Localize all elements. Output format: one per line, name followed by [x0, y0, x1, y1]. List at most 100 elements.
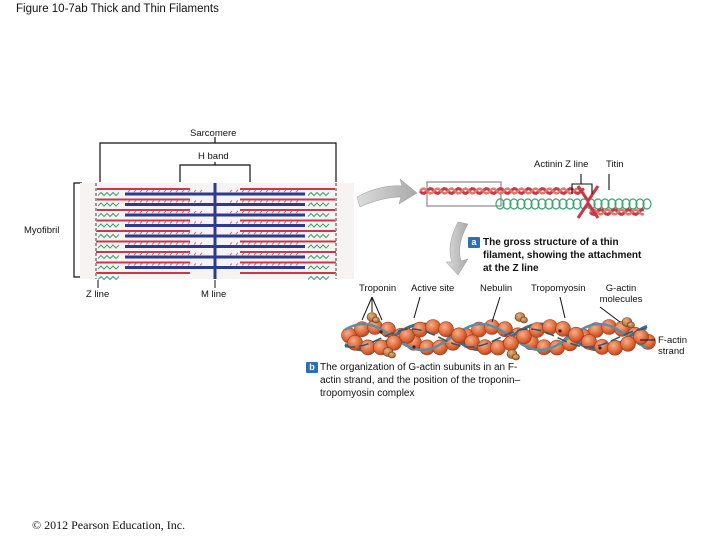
myosin-head: [199, 252, 203, 256]
myosin-head: [283, 200, 287, 203]
myosin-head: [259, 231, 263, 235]
myosin-head: [289, 200, 293, 203]
actinin-z-line-label: Actinin Z line: [534, 159, 589, 170]
myosin-head: [271, 221, 275, 224]
titin-coil: [544, 198, 554, 210]
myosin-head: [175, 221, 179, 224]
myosin-head: [169, 210, 173, 214]
titin-coil: [97, 191, 120, 197]
titin-coil: [97, 233, 120, 239]
myosin-head: [265, 221, 269, 224]
myosin-head: [277, 263, 281, 266]
caption-b-badge: b: [306, 362, 318, 373]
titin-coil: [551, 198, 561, 210]
myosin-head: [169, 263, 173, 266]
myosin-head: [235, 263, 239, 266]
myofibril-label: Myofibril: [24, 225, 60, 236]
titin-coil: [307, 244, 330, 249]
sarcomere-bracket: [99, 142, 337, 182]
troponin-label: Troponin: [359, 283, 397, 294]
myosin-head: [253, 263, 257, 266]
myosin-head: [151, 210, 155, 214]
myosin-head: [187, 252, 191, 256]
myosin-head: [265, 210, 269, 214]
myosin-head: [133, 189, 137, 193]
myosin-head: [259, 252, 263, 256]
myosin-head: [199, 263, 203, 266]
myosin-head: [145, 252, 149, 256]
figure-title: Figure 10-7ab Thick and Thin Filaments: [16, 3, 219, 15]
titin-coil: [307, 212, 330, 218]
active-site: [412, 345, 416, 349]
myosin-head: [241, 210, 245, 214]
myosin-head: [289, 221, 293, 224]
g-actin-molecule: [620, 335, 636, 352]
myosin-head: [295, 221, 299, 224]
myosin-head: [253, 189, 257, 193]
myosin-head: [235, 242, 239, 245]
myosin-head: [229, 252, 233, 256]
myosin-head: [193, 200, 197, 203]
myosin-head: [241, 263, 245, 266]
m-line-label: M line: [201, 289, 227, 300]
titin-coil: [307, 191, 330, 197]
g-actin-molecule: [490, 339, 506, 356]
myosin-head: [247, 242, 251, 245]
myosin-head: [187, 200, 191, 203]
titin-coil: [565, 198, 575, 210]
myosin-head: [229, 221, 233, 224]
troponin-complex: [372, 316, 380, 324]
myosin-head: [139, 200, 143, 203]
myosin-head: [289, 231, 293, 235]
actinin: [576, 185, 600, 204]
myosin-head: [259, 200, 263, 203]
myosin-head: [235, 189, 239, 193]
myosin-head: [235, 200, 239, 203]
myosin-head: [151, 200, 155, 203]
myosin-head: [289, 189, 293, 193]
myosin-head: [127, 263, 131, 266]
myosin-head: [235, 231, 239, 235]
f-actin-label: F-actin strand: [658, 335, 688, 357]
g-actin-molecule: [633, 329, 649, 345]
myosin-head: [145, 242, 149, 245]
titin-coil: [523, 198, 533, 210]
myosin-head: [187, 242, 191, 245]
myosin-head: [181, 221, 185, 224]
troponin-complex: [520, 316, 528, 324]
myosin-head: [133, 210, 137, 214]
myosin-head: [175, 200, 179, 203]
titin-coil: [97, 212, 120, 218]
myosin-head: [157, 252, 161, 256]
myosin-head: [295, 200, 299, 203]
myosin-head: [229, 189, 233, 193]
myosin-head: [283, 221, 287, 224]
thin-filament-panel: [418, 185, 652, 219]
g-actin-molecule: [451, 327, 467, 344]
myosin-head: [247, 252, 251, 256]
g-actin-molecule: [503, 335, 519, 352]
myosin-head: [277, 200, 281, 203]
myosin-head: [283, 242, 287, 245]
titin-coil: [307, 254, 330, 260]
myosin-head: [133, 263, 137, 266]
titin-coil: [530, 198, 540, 210]
myosin-head: [157, 221, 161, 224]
titin-coil: [558, 198, 568, 210]
myosin-head: [187, 231, 191, 235]
myosin-head: [253, 252, 257, 256]
myosin-head: [277, 189, 281, 193]
titin-coil: [502, 198, 512, 210]
myosin-head: [289, 263, 293, 266]
myosin-head: [229, 263, 233, 266]
myosin-head: [163, 263, 167, 266]
h-band-bracket: [179, 164, 251, 182]
myosin-head: [199, 210, 203, 214]
myosin-head: [277, 231, 281, 235]
titin-coil: [614, 198, 624, 210]
myosin-head: [295, 189, 299, 193]
myosin-head: [151, 189, 155, 193]
myosin-head: [163, 189, 167, 193]
caption-b-text: The organization of G-actin subunits in …: [320, 362, 521, 399]
myosin-head: [277, 221, 281, 224]
